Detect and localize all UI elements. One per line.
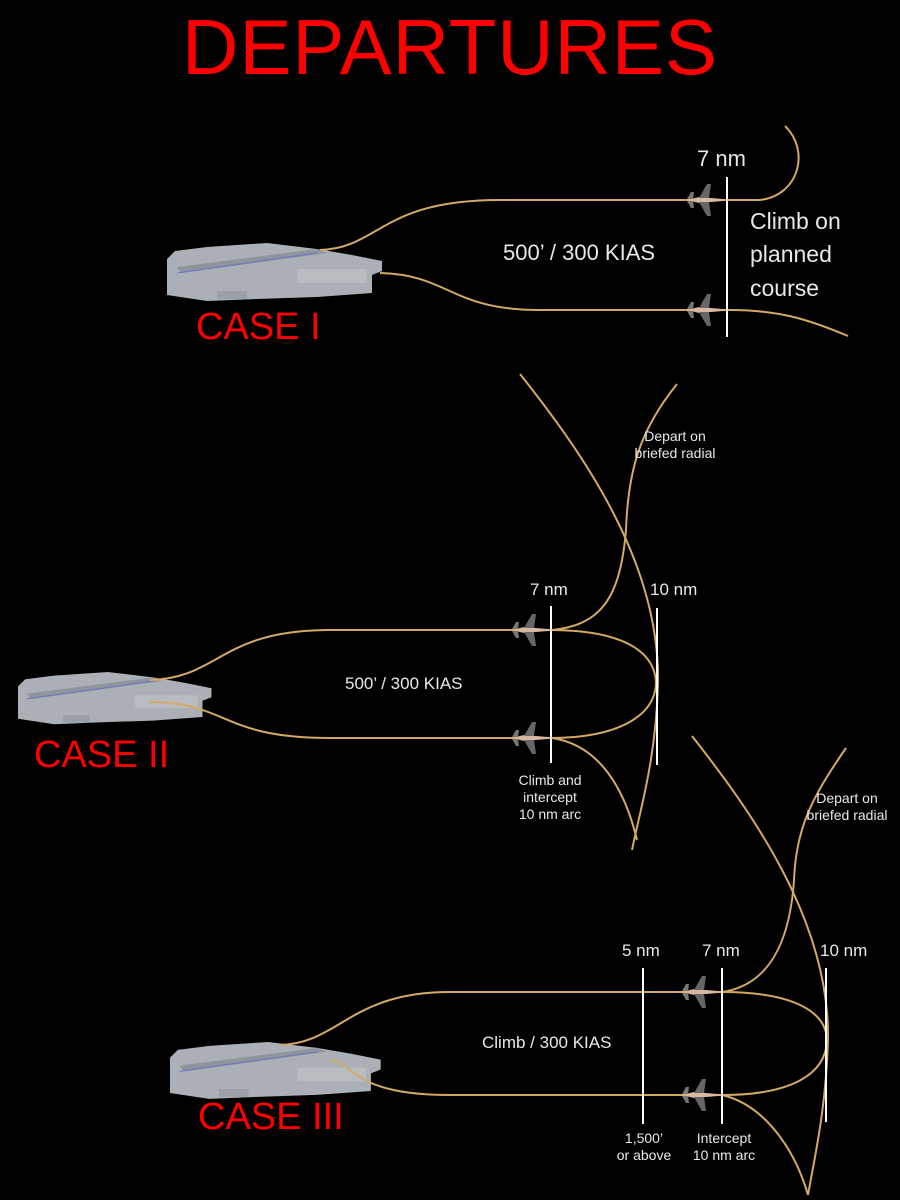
- case-2-note: Climb and intercept 10 nm arc: [505, 772, 595, 822]
- jet-icon: [682, 976, 724, 1008]
- note-line: 1,500’: [624, 1130, 664, 1146]
- note-line: 10 nm arc: [518, 805, 582, 822]
- case-1-title: CASE I: [196, 306, 321, 348]
- case-1-note: Climb on planned course: [750, 205, 841, 305]
- case-3-marker-5nm: 5 nm: [622, 941, 660, 960]
- note-line: Climb on: [750, 208, 841, 234]
- note-line: planned: [750, 241, 832, 268]
- case-1-altitude-speed: 500’ / 300 KIAS: [503, 240, 656, 265]
- case-3-title: CASE III: [198, 1096, 344, 1138]
- case-1-diagram: [166, 125, 849, 337]
- jet-icon: [687, 184, 729, 216]
- case-2-radial-note: Depart on briefed radial: [620, 428, 730, 462]
- note-line: intercept: [523, 788, 577, 805]
- page-title: DEPARTURES: [182, 3, 718, 91]
- jet-icon: [687, 294, 729, 326]
- jet-icon: [512, 722, 554, 754]
- note-line: briefed radial: [634, 444, 716, 461]
- note-line: Climb and: [518, 772, 582, 788]
- note-line: or above: [616, 1146, 672, 1163]
- note-line: Depart on: [816, 790, 878, 806]
- case-3-altitude-speed: Climb / 300 KIAS: [482, 1033, 612, 1052]
- carrier-icon: [166, 242, 383, 302]
- case-3-5nm-note: 1,500’ or above: [608, 1130, 680, 1164]
- case-3-radial-note: Depart on briefed radial: [792, 790, 900, 824]
- case-2-marker-10nm: 10 nm: [650, 580, 698, 599]
- case-3-diagram: [169, 735, 847, 1196]
- departure-track: [379, 272, 849, 337]
- note-line: briefed radial: [806, 806, 888, 823]
- case-3-7nm-note: Intercept 10 nm arc: [684, 1130, 764, 1164]
- case-2-diagram: [17, 373, 678, 851]
- departure-track: [319, 125, 800, 251]
- departure-track: [551, 737, 638, 841]
- note-line: Depart on: [644, 428, 706, 444]
- departure-track: [721, 747, 847, 993]
- case-3-marker-7nm: 7 nm: [702, 941, 740, 960]
- case-1-marker-7nm: 7 nm: [697, 146, 746, 171]
- note-line: Intercept: [696, 1130, 752, 1146]
- note-line: 10 nm arc: [692, 1146, 756, 1163]
- departure-track: [551, 383, 678, 631]
- case-3-marker-10nm: 10 nm: [820, 941, 868, 960]
- carrier-icon: [17, 671, 212, 725]
- note-line: course: [750, 274, 820, 301]
- departure-track: [721, 1094, 809, 1196]
- jet-icon: [682, 1079, 724, 1111]
- case-2-title: CASE II: [34, 734, 170, 776]
- jet-icon: [512, 614, 554, 646]
- case-2-marker-7nm: 7 nm: [530, 580, 568, 599]
- case-2-altitude-speed: 500’ / 300 KIAS: [345, 674, 463, 693]
